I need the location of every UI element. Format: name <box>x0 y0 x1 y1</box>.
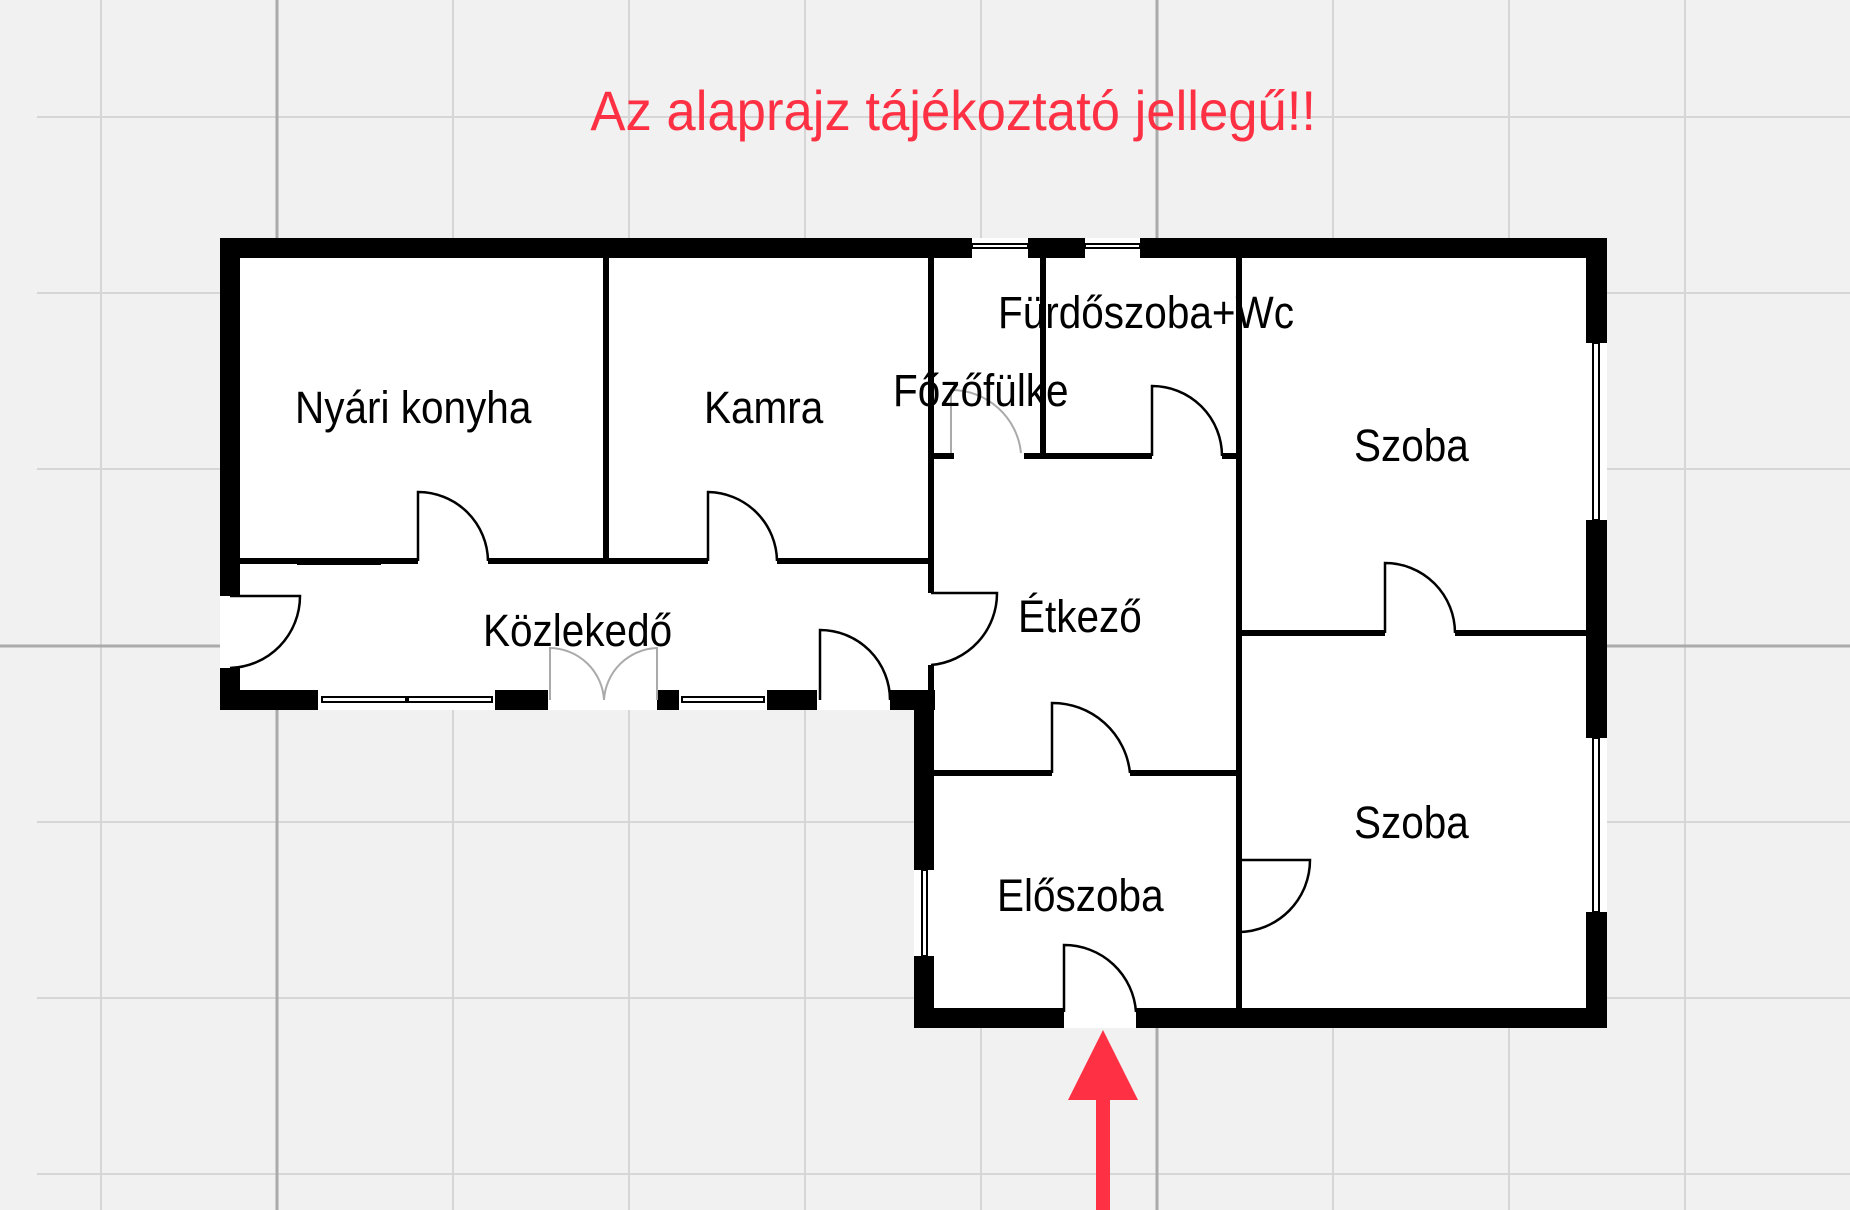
floor-area <box>220 238 1607 1028</box>
room-label-szoba-2: Szoba <box>1354 797 1469 848</box>
room-label-nyari-konyha: Nyári konyha <box>295 382 532 433</box>
room-label-furdoszoba-wc: Fürdőszoba+Wc <box>998 287 1295 338</box>
room-label-kozlekedo: Közlekedő <box>483 605 673 656</box>
interior-walls <box>240 258 1586 1008</box>
room-label-fozofulke: Főzőfülke <box>893 365 1069 416</box>
room-label-szoba-1: Szoba <box>1354 420 1469 471</box>
disclaimer-title: Az alaprajz tájékoztató jellegű!! <box>590 79 1317 142</box>
room-label-kamra: Kamra <box>704 382 824 433</box>
doors <box>229 384 1457 1013</box>
arrow-up-icon <box>1068 1030 1138 1210</box>
room-label-eloszoba: Előszoba <box>997 870 1164 921</box>
room-label-etkezo: Étkező <box>1018 591 1142 642</box>
outer-walls <box>220 238 1607 1028</box>
double-door <box>549 388 1022 701</box>
